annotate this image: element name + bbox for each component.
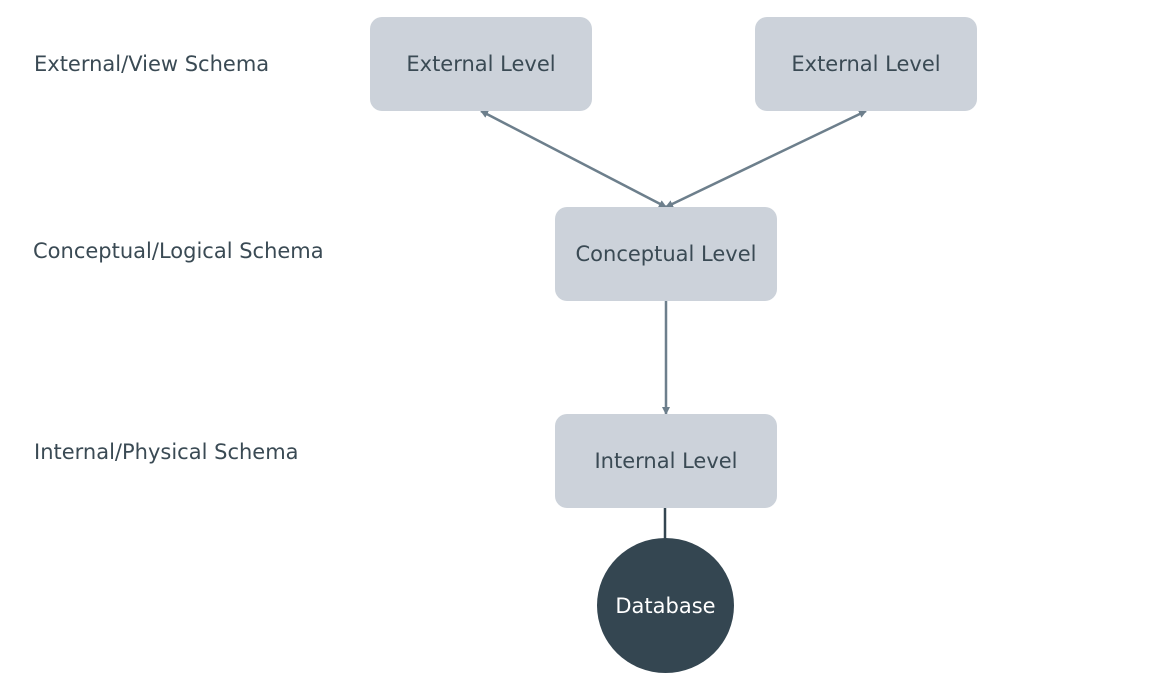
database-node: Database: [597, 538, 734, 673]
arrow-external-2-conceptual: [665, 109, 867, 209]
conceptual-level-label: Conceptual Level: [575, 242, 757, 266]
schema-label-conceptual: Conceptual/Logical Schema: [33, 239, 324, 263]
external-level-box-1: External Level: [370, 17, 592, 111]
conceptual-level-box: Conceptual Level: [555, 207, 777, 301]
internal-level-box: Internal Level: [555, 414, 777, 508]
arrow-external-1-conceptual: [480, 109, 667, 209]
schema-label-internal: Internal/Physical Schema: [34, 440, 299, 464]
external-level-label-2: External Level: [791, 52, 941, 76]
database-label: Database: [615, 593, 716, 618]
external-level-label-1: External Level: [406, 52, 556, 76]
internal-level-label: Internal Level: [594, 449, 738, 473]
external-level-box-2: External Level: [755, 17, 977, 111]
schema-label-external: External/View Schema: [34, 52, 270, 76]
